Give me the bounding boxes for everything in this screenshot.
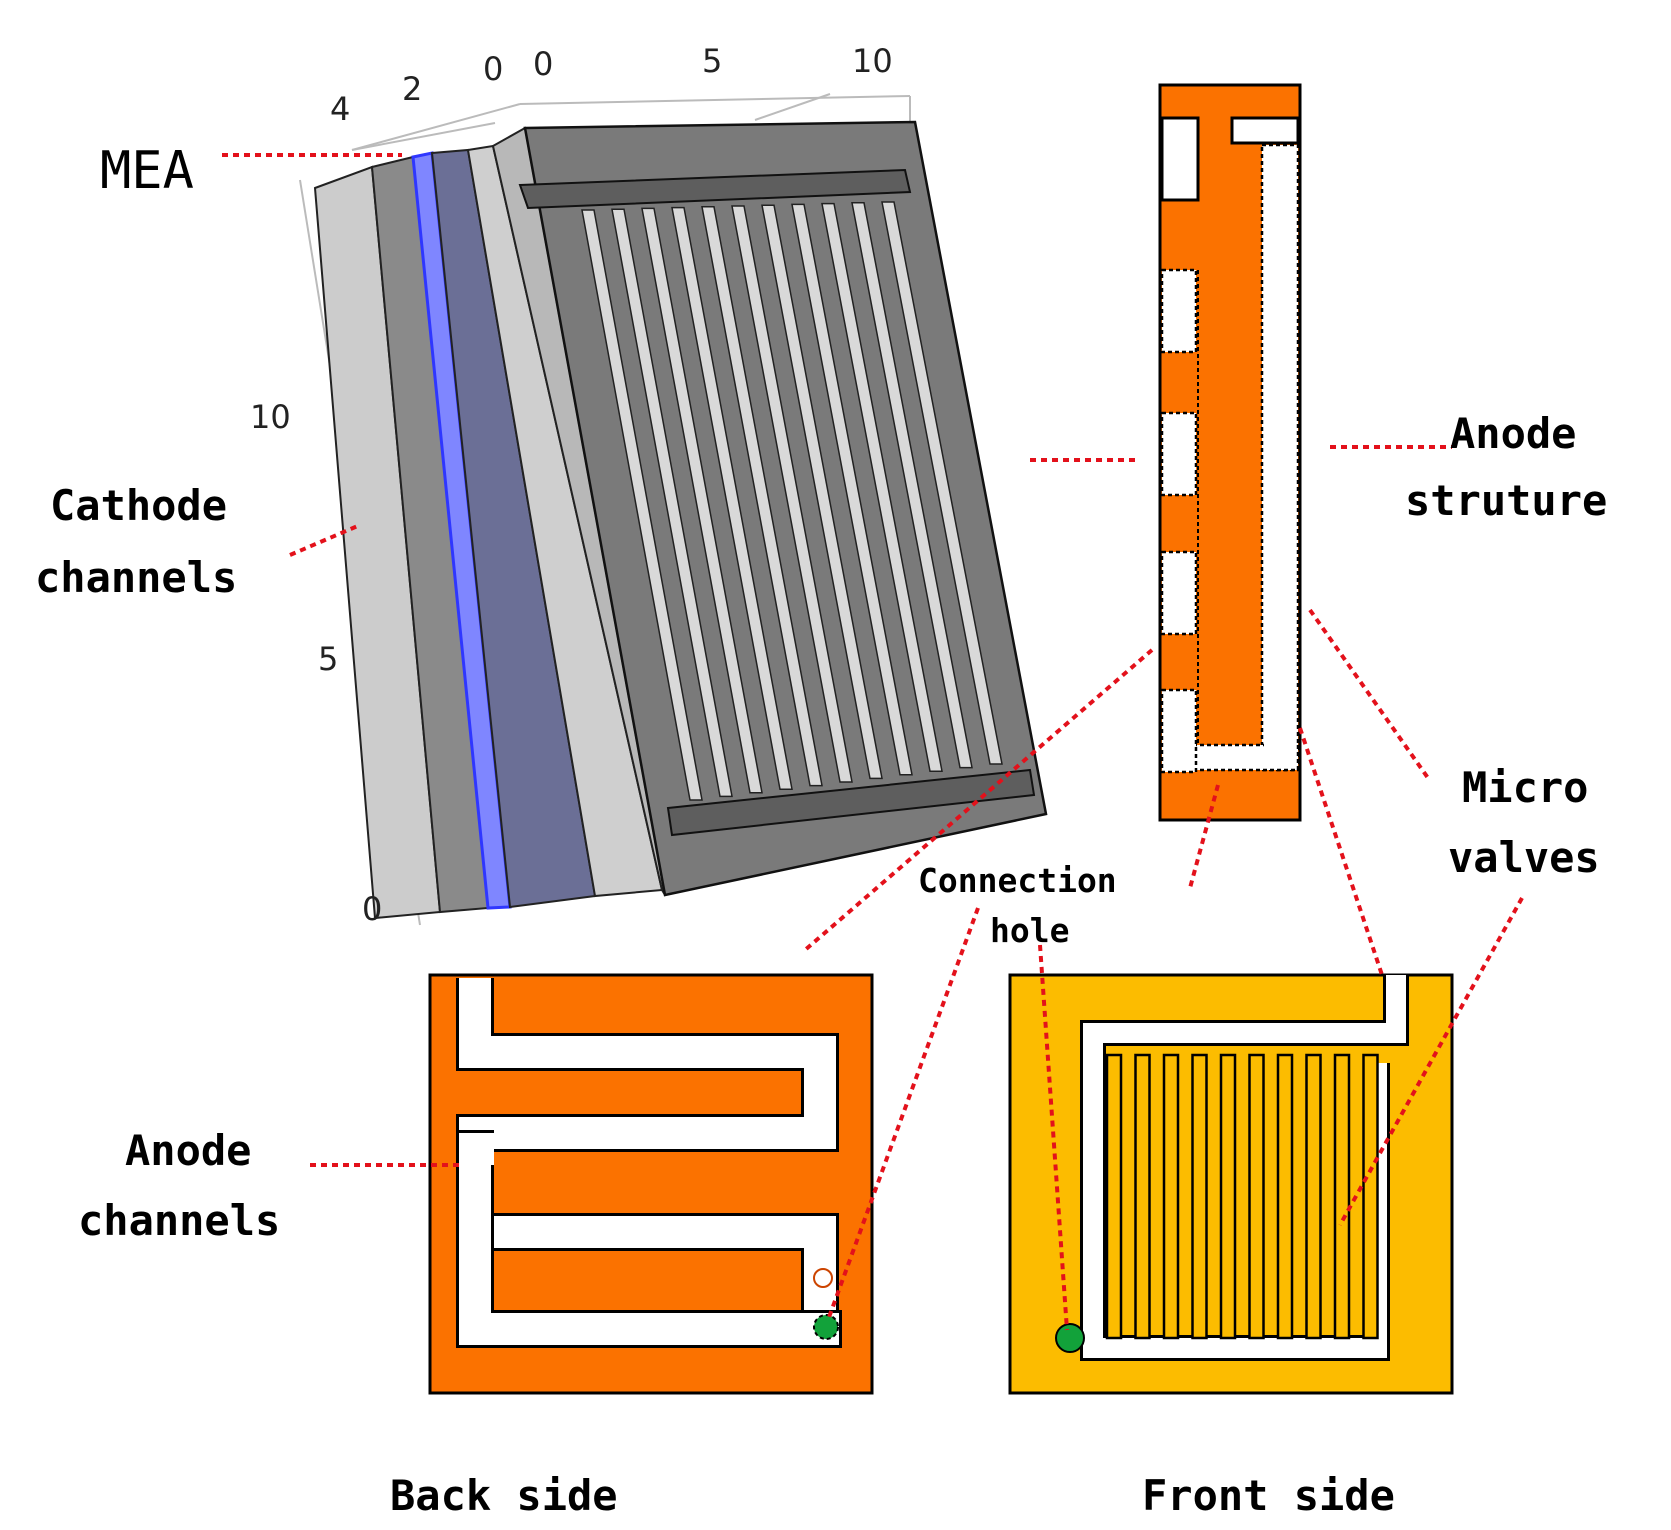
height-tick: 0 (362, 890, 382, 928)
micro-valves-label-line1: Micro (1462, 763, 1588, 812)
labels: MEA Cathode channels Anode struture Micr… (35, 141, 1607, 1520)
back-side-caption: Back side (390, 1471, 618, 1520)
anode-structure-label-line1: Anode (1450, 409, 1576, 458)
anode-channel-strip (761, 204, 883, 780)
anode-channels-label-line1: Anode (125, 1126, 251, 1175)
front-finger-channel (1248, 1053, 1265, 1340)
front-finger-channel (1134, 1053, 1151, 1340)
front-finger-channel (1333, 1053, 1351, 1340)
height-tick: 10 (250, 398, 291, 436)
anode-channel-strip (611, 208, 733, 798)
anode-channel-strip (731, 205, 853, 783)
leader-lines (222, 153, 1524, 1331)
connection-hole-front (1055, 1323, 1085, 1353)
depth-tick: 4 (330, 90, 350, 128)
front-side-plate (1008, 973, 1454, 1395)
depth-tick: 2 (402, 70, 422, 108)
depth-tick: 0 (483, 50, 503, 88)
mea-label: MEA (100, 141, 194, 201)
axis-ticks: 4 2 0 0 5 10 10 5 0 (250, 42, 893, 928)
anode-channel-strip (641, 207, 763, 794)
anode-channel-strips (581, 201, 1003, 801)
anode-channel-strip (581, 209, 703, 801)
width-tick: 5 (702, 42, 722, 80)
back-side-plate (428, 973, 874, 1395)
front-finger-channel (1276, 1053, 1294, 1340)
anode-channels-label-line2: channels (78, 1196, 280, 1245)
front-finger-channels (1105, 1053, 1379, 1340)
front-finger-channel (1105, 1053, 1123, 1340)
bottom-manifold (666, 768, 1036, 837)
front-finger-channel (1305, 1053, 1322, 1340)
anode-channel-strip (821, 202, 943, 772)
anode-channel-strip (701, 206, 823, 787)
fuel-cell-3d-assembly (299, 93, 1048, 926)
height-tick: 5 (318, 640, 338, 678)
front-side-caption: Front side (1142, 1471, 1395, 1520)
width-tick: 0 (533, 45, 553, 83)
top-manifold (518, 168, 912, 210)
anode-channel-strip (881, 201, 1003, 765)
connection-hole-back (813, 1314, 839, 1340)
micro-valves-label-line2: valves (1448, 833, 1600, 882)
width-tick: 10 (852, 42, 893, 80)
anode-structure-label-line2: struture (1405, 476, 1607, 525)
connection-hole-label-line1: Connection (918, 861, 1117, 900)
front-finger-channel (1219, 1053, 1237, 1340)
anode-channel-strip (671, 206, 793, 790)
front-finger-channel (1362, 1053, 1379, 1340)
anode-channel-strip (851, 202, 973, 769)
front-finger-channel (1162, 1053, 1180, 1340)
front-finger-channel (1191, 1053, 1208, 1340)
cathode-label-line2: channels (35, 553, 237, 602)
anode-channel-strip (791, 203, 913, 776)
connection-hole-label-line2: hole (990, 911, 1069, 950)
anode-structure-side (1158, 83, 1302, 822)
cathode-label-line1: Cathode (50, 481, 227, 530)
